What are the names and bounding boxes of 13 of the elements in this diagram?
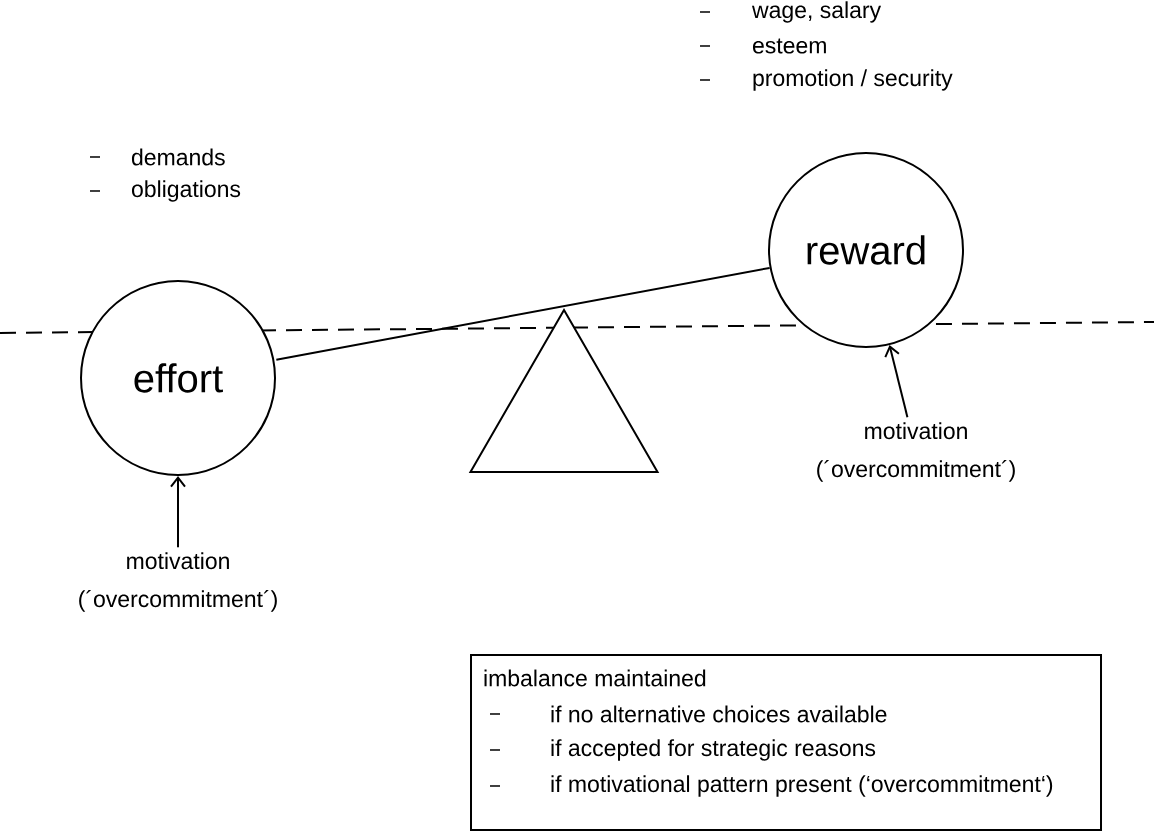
arrow	[884, 345, 909, 419]
list-item: if motivational pattern present (‘overcommitment‘)	[551, 775, 1053, 797]
list-item: demands	[132, 148, 225, 166]
list-item: promotion / security	[753, 69, 953, 91]
list-item: esteem	[753, 38, 826, 54]
list-item: wage, salary	[752, 1, 882, 23]
list-item: obligations	[132, 180, 241, 202]
list-item: if accepted for strategic reasons	[551, 739, 876, 761]
motivation-label: motivation (´overcommitment´)	[79, 552, 277, 612]
motivation-label: motivation (´overcommitment´)	[817, 422, 1015, 482]
beam-line	[275, 266, 771, 361]
list-item: if no alternative choices available	[551, 705, 887, 723]
arrow	[170, 476, 186, 549]
